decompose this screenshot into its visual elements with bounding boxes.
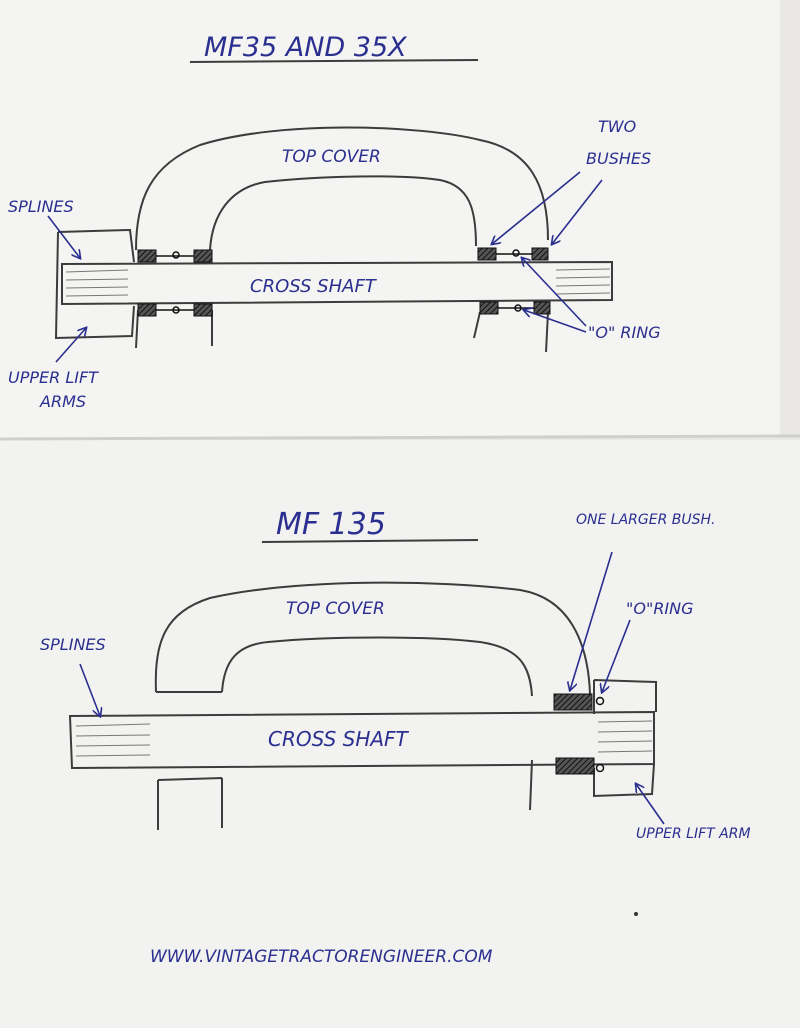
bottom-housing-lower-left bbox=[157, 777, 223, 830]
upper-lift-arm-arrow bbox=[636, 784, 665, 825]
o-ring-right-bottom bbox=[514, 304, 522, 312]
bush-left-bottom-2 bbox=[193, 303, 213, 317]
upper-lift-arms-label-line2: ARMS bbox=[39, 392, 86, 411]
larger-bush-bottom bbox=[555, 757, 595, 775]
upper-lift-arms-label-line1: UPPER LIFT bbox=[8, 368, 99, 387]
bottom-splines-label: SPLINES bbox=[40, 635, 106, 654]
bush-left-bottom-1 bbox=[137, 303, 157, 317]
top-cover-label: TOP COVER bbox=[282, 147, 381, 167]
splines-label-top: SPLINES bbox=[8, 197, 74, 216]
o-ring-left-top bbox=[172, 251, 180, 259]
top-diagram-title: MF35 AND 35X bbox=[204, 32, 407, 63]
bush-right-top-2 bbox=[531, 247, 549, 261]
paper-sheet-bottom bbox=[0, 440, 800, 1028]
website-footer: WWW.VINTAGETRACTORENGINEER.COM bbox=[150, 947, 493, 967]
upper-lift-arm-block bbox=[54, 228, 135, 340]
o-ring-arrow-top-1 bbox=[522, 258, 587, 327]
upper-lift-arms-arrow bbox=[55, 328, 86, 363]
top-title-underline bbox=[189, 59, 479, 63]
bottom-housing-lower-right bbox=[529, 759, 533, 811]
bottom-diagram: MF 135 TOP COVER CROSS SHAFT SPLINES ONE… bbox=[40, 507, 751, 842]
bottom-cross-shaft-label: CROSS SHAFT bbox=[268, 727, 410, 751]
upper-lift-arm-label: UPPER LIFT ARM bbox=[636, 826, 751, 842]
one-larger-bush-arrow bbox=[570, 551, 613, 690]
bottom-o-ring-bottom bbox=[595, 763, 605, 773]
bottom-title-underline bbox=[261, 539, 479, 543]
bush-right-top-1 bbox=[477, 247, 497, 261]
bush-right-bottom-1 bbox=[479, 301, 499, 315]
ink-dot bbox=[634, 912, 638, 916]
bottom-top-cover-label: TOP COVER bbox=[286, 599, 385, 619]
bottom-splines-arrow bbox=[79, 663, 100, 716]
cross-shaft-outline bbox=[61, 260, 613, 306]
bottom-o-ring-label: "O"RING bbox=[626, 599, 694, 618]
splines-left-hatch bbox=[65, 269, 129, 297]
two-bushes-arrow-1 bbox=[492, 171, 581, 244]
paper-fold-line bbox=[0, 434, 800, 441]
o-ring-label-top: "O" RING bbox=[588, 323, 661, 342]
bottom-splines-left-hatch bbox=[75, 723, 151, 757]
o-ring-left-bottom bbox=[172, 306, 180, 314]
top-cover-outline bbox=[135, 126, 549, 251]
splines-right-hatch bbox=[555, 268, 611, 295]
bush-left-top-1 bbox=[137, 249, 157, 263]
larger-bush-top bbox=[553, 693, 593, 711]
bottom-diagram-title: MF 135 bbox=[276, 507, 386, 542]
o-ring-arrow-top-2 bbox=[524, 310, 587, 333]
bottom-splines-right-hatch bbox=[597, 720, 653, 753]
bush-right-bottom-2 bbox=[533, 301, 551, 315]
paper-sheet-top bbox=[0, 0, 780, 438]
two-bushes-label-line1: TWO bbox=[598, 117, 636, 136]
bottom-top-cover-outline bbox=[154, 581, 591, 697]
two-bushes-arrow-2 bbox=[552, 179, 603, 244]
cross-shaft-label: CROSS SHAFT bbox=[250, 276, 378, 297]
bush-left-top-2 bbox=[193, 249, 213, 263]
bottom-upper-lift-arm-block bbox=[593, 679, 657, 798]
one-larger-bush-label: ONE LARGER BUSH. bbox=[576, 512, 715, 528]
bottom-o-ring-top bbox=[595, 696, 605, 706]
two-bushes-label-line2: BUSHES bbox=[586, 149, 651, 168]
bottom-o-ring-arrow bbox=[602, 619, 631, 692]
o-ring-right-top bbox=[512, 249, 520, 257]
top-diagram: MF35 AND 35X TOP COVER CROSS SHAFT bbox=[8, 32, 661, 411]
splines-arrow-top bbox=[47, 215, 80, 258]
